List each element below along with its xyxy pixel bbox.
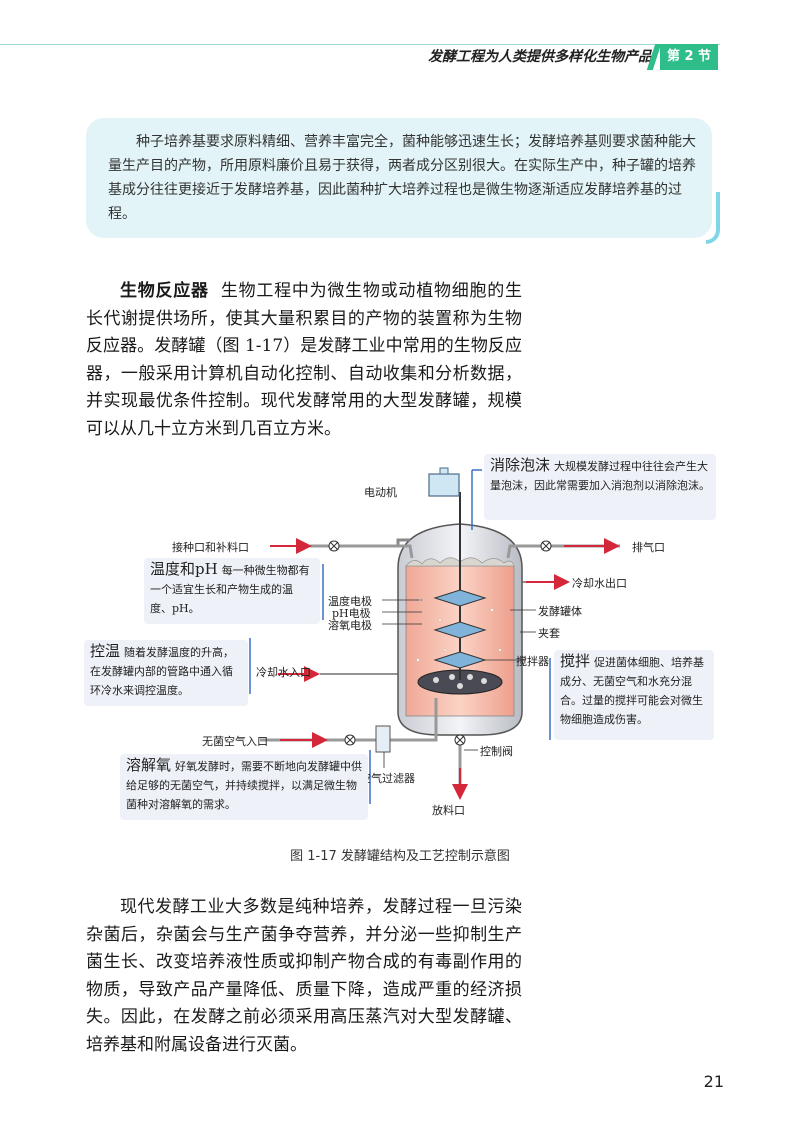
motor-cap: [439, 467, 449, 475]
impellers: [433, 589, 487, 669]
paragraph-bioreactor: 生物反应器生物工程中为微生物或动植物细胞的生长代谢提供场所，使其大量积累目的产物…: [86, 278, 522, 443]
valves: [328, 540, 552, 746]
note-box-edge: [706, 192, 720, 244]
label-inoculation: 接种口和补料口: [172, 541, 249, 554]
callout-connectors: [249, 469, 551, 804]
callout-foam-text: 大规模发酵过程中往往会产生大量泡沫，因此常需要加入消泡剂以消除泡沫。: [490, 460, 710, 492]
callout-temp-control-text: 随着发酵温度的升高，在发酵罐内部的管路中通入循环冷水来调控温度。: [90, 646, 235, 697]
label-air-filter: 空气过滤器: [360, 772, 415, 785]
air-filter: [375, 725, 391, 753]
callout-temp-ph-head: 温度和pH: [150, 560, 218, 578]
callout-stirring-text: 促进菌体细胞、培养基成分、无菌空气和水充分混合。过量的搅拌可能会对微生物细胞造成…: [560, 656, 705, 726]
label-tank-body: 发酵罐体: [538, 605, 582, 618]
label-temp-probe: 温度电极: [328, 595, 372, 608]
label-motor: 电动机: [364, 486, 397, 499]
callout-stirring: 搅拌促进菌体细胞、培养基成分、无菌空气和水充分混合。过量的搅拌可能会对微生物细胞…: [554, 650, 714, 740]
label-exhaust: 排气口: [632, 541, 665, 554]
label-stirrer: 搅拌器: [516, 655, 549, 668]
fermenter-svg: [249, 467, 620, 804]
paragraph-bioreactor-text: 生物工程中为微生物或动植物细胞的生长代谢提供场所，使其大量积累目的产物的装置称为…: [86, 281, 523, 439]
paragraph-sterilization: 现代发酵工业大多数是纯种培养，发酵过程一旦污染杂菌后，杂菌会与生产菌争夺营养，并…: [86, 897, 522, 1055]
label-control-valve: 控制阀: [480, 745, 513, 758]
label-discharge: 放料口: [432, 804, 465, 817]
label-air-in: 无菌空气入口: [202, 735, 268, 748]
callout-foam: 消除泡沫大规模发酵过程中往往会产生大量泡沫，因此常需要加入消泡剂以消除泡沫。: [484, 454, 716, 520]
callout-oxygen-text: 好氧发酵时，需要不断地向发酵罐中供给足够的无菌空气，并持续搅拌，以满足微生物菌种…: [126, 760, 363, 811]
label-ph-probe: pH电极: [332, 607, 371, 620]
callout-temp-control: 控温随着发酵温度的升高，在发酵罐内部的管路中通入循环冷水来调控温度。: [84, 640, 248, 706]
label-cooling-out: 冷却水出口: [572, 577, 627, 590]
callout-foam-head: 消除泡沫: [490, 456, 551, 474]
figure-caption: 图 1-17 发酵罐结构及工艺控制示意图: [290, 849, 510, 864]
section-badge: 第 2 节: [660, 44, 718, 70]
label-oxygen-probe: 溶氧电极: [328, 619, 372, 632]
note-text: 种子培养基要求原料精细、营养丰富完全，菌种能够迅速生长；发酵培养基则要求菌种能大…: [108, 134, 696, 222]
page-number: 21: [703, 1072, 724, 1091]
callout-temp-ph-text: 每一种微生物都有一个适宜生长和产物生成的温度、pH。: [150, 564, 310, 615]
header-rule: [0, 44, 720, 45]
section-title: 发酵工程为人类提供多样化生物产品: [428, 49, 652, 65]
fermenter-diagram: 电动机 接种口和补料口 排气口 冷却水出口 温度电极 pH电极 溶氧电极 发酵罐…: [80, 450, 720, 835]
callout-oxygen: 溶解氧好氧发酵时，需要不断地向发酵罐中供给足够的无菌空气，并持续搅拌，以满足微生…: [120, 754, 368, 820]
motor: [428, 473, 460, 497]
callout-stirring-head: 搅拌: [560, 652, 591, 670]
callout-oxygen-head: 溶解氧: [126, 756, 172, 774]
label-cooling-in: 冷却水入口: [256, 666, 311, 679]
callout-temp-control-head: 控温: [90, 642, 121, 660]
note-box: [86, 118, 712, 238]
label-jacket: 夹套: [538, 627, 560, 640]
term-bioreactor: 生物反应器: [120, 281, 209, 301]
